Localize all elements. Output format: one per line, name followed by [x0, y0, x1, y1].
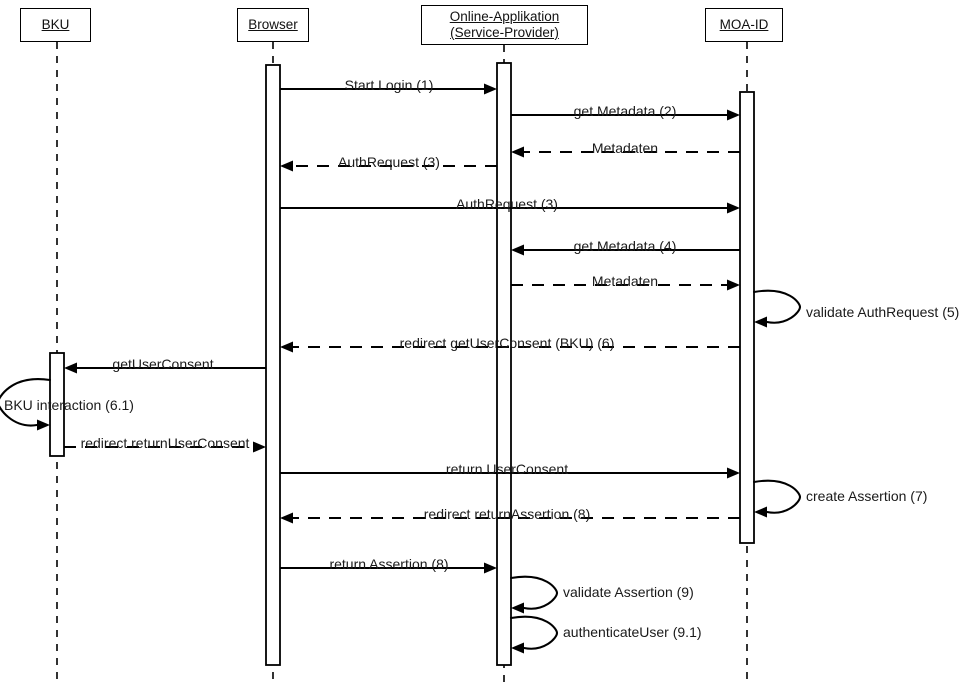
self-message-label-s2: BKU interaction (6.1): [4, 397, 134, 413]
arrowhead-m1: [484, 83, 497, 95]
arrowhead-m4: [280, 160, 293, 172]
arrowhead-s1: [754, 316, 767, 328]
arrowhead-m12: [280, 512, 293, 524]
message-label-m11: return UserConsent: [445, 461, 569, 477]
lifeline-header-browser[interactable]: Browser: [237, 8, 309, 42]
arrowhead-s2: [37, 419, 50, 431]
lifeline-header-moaid[interactable]: MOA-ID: [705, 8, 783, 42]
message-label-m1: Start Login (1): [344, 77, 434, 93]
lifeline-label-bku: BKU: [41, 16, 70, 32]
arrowhead-s4: [511, 602, 524, 614]
message-label-m3: Metadaten: [591, 140, 659, 156]
activation-bar-oa-0[interactable]: [496, 62, 512, 666]
activation-bar-bku-0[interactable]: [49, 352, 65, 457]
arrowhead-m10: [253, 441, 266, 453]
self-message-label-s3: create Assertion (7): [806, 488, 928, 504]
self-message-label-s1: validate AuthRequest (5): [806, 304, 960, 320]
arrowhead-m8: [280, 341, 293, 353]
lifeline-label-browser: Browser: [248, 16, 298, 32]
lifeline-label-moaid: MOA-ID: [719, 16, 769, 32]
message-label-m8: redirect getUserConsent (BKU) (6): [399, 335, 615, 351]
message-label-m9: getUserConsent: [112, 356, 214, 372]
self-message-loop-s1[interactable]: [752, 289, 802, 324]
self-message-loop-s3[interactable]: [752, 479, 802, 514]
self-message-label-s4: validate Assertion (9): [563, 584, 694, 600]
message-label-m4: AuthRequest (3): [338, 154, 440, 170]
self-message-loop-s5[interactable]: [509, 615, 559, 650]
arrowhead-m3: [511, 146, 524, 158]
arrowhead-s5: [511, 642, 524, 654]
arrowhead-m11: [727, 467, 740, 479]
message-label-m13: return Assertion (8): [329, 556, 449, 572]
arrowhead-m2: [727, 109, 740, 121]
message-label-m6: get Metadata (4): [573, 238, 677, 254]
arrowhead-s3: [754, 506, 767, 518]
arrowhead-m13: [484, 562, 497, 574]
lifeline-label-oa: Online-Applikation (Service-Provider): [449, 8, 560, 40]
lifeline-header-bku[interactable]: BKU: [20, 8, 91, 42]
message-label-m2: get Metadata (2): [573, 103, 677, 119]
arrowhead-m7: [727, 279, 740, 291]
arrowhead-m6: [511, 244, 524, 256]
message-label-m10: redirect returnUserConsent: [80, 435, 250, 451]
activation-bar-browser-0[interactable]: [265, 64, 281, 666]
self-message-loop-s2[interactable]: [0, 378, 52, 427]
message-label-m12: redirect returnAssertion (8): [423, 506, 591, 522]
arrowhead-m9: [64, 362, 77, 374]
activation-bar-moaid-0[interactable]: [739, 91, 755, 544]
message-label-m5: AuthRequest (3): [456, 196, 558, 212]
message-label-m7: Metadaten: [591, 273, 659, 289]
self-message-label-s5: authenticateUser (9.1): [563, 624, 702, 640]
arrowhead-m5: [727, 202, 740, 214]
self-message-loop-s4[interactable]: [509, 575, 559, 610]
lifeline-header-oa[interactable]: Online-Applikation (Service-Provider): [421, 5, 588, 45]
